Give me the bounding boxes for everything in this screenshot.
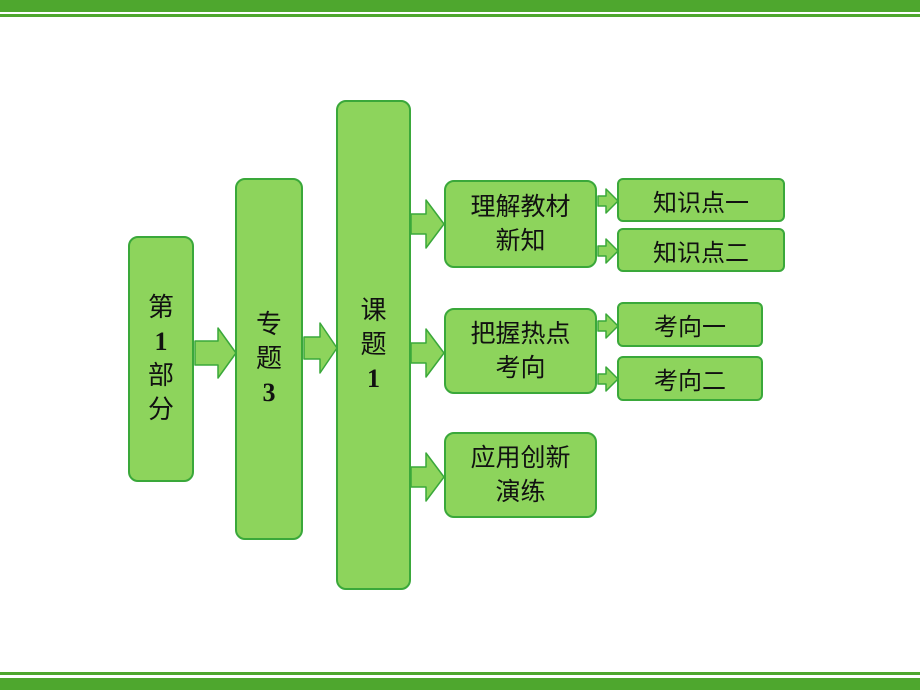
topic-char: 专 — [255, 310, 282, 340]
arrow-right-icon — [303, 322, 338, 374]
topic-box: 专 题 3 — [235, 178, 303, 540]
branch-label: 把握热点考向 — [470, 319, 571, 382]
leaf-label: 考向二 — [654, 367, 726, 395]
arrow-right-icon — [597, 366, 619, 392]
arrow-right-icon — [597, 188, 619, 214]
branch-label: 理解教材新知 — [470, 192, 571, 255]
arrow-right-icon — [410, 199, 445, 249]
top-decor-bar — [0, 0, 920, 20]
arrow-right-icon — [194, 327, 237, 379]
leaf-box: 考向一 — [617, 302, 763, 347]
branch-box-practice: 应用创新演练 — [444, 432, 597, 518]
leaf-box: 知识点二 — [617, 228, 785, 272]
lesson-box: 课 题 1 — [336, 100, 411, 590]
bottom-decor-bar — [0, 672, 920, 690]
branch-box-new-knowledge: 理解教材新知 — [444, 180, 597, 268]
leaf-box: 考向二 — [617, 356, 763, 401]
leaf-label: 知识点二 — [653, 238, 749, 267]
part-box: 第 1 部 分 — [128, 236, 194, 482]
lesson-char: 1 — [367, 364, 380, 393]
leaf-label: 知识点一 — [653, 188, 749, 217]
branch-label: 应用创新演练 — [470, 443, 571, 506]
part-char: 部 — [147, 361, 174, 391]
arrow-right-icon — [597, 238, 619, 264]
lesson-char: 课 — [360, 296, 387, 326]
leaf-box: 知识点一 — [617, 178, 785, 222]
branch-box-hot-topics: 把握热点考向 — [444, 308, 597, 394]
arrow-right-icon — [410, 328, 445, 378]
lesson-char: 题 — [360, 330, 387, 360]
part-char: 第 — [147, 293, 174, 323]
arrow-right-icon — [597, 313, 619, 339]
arrow-right-icon — [410, 452, 445, 502]
part-char: 1 — [154, 327, 168, 356]
topic-char: 题 — [255, 344, 282, 374]
leaf-label: 考向一 — [654, 313, 726, 341]
part-char: 分 — [147, 395, 174, 425]
topic-char: 3 — [262, 378, 276, 407]
